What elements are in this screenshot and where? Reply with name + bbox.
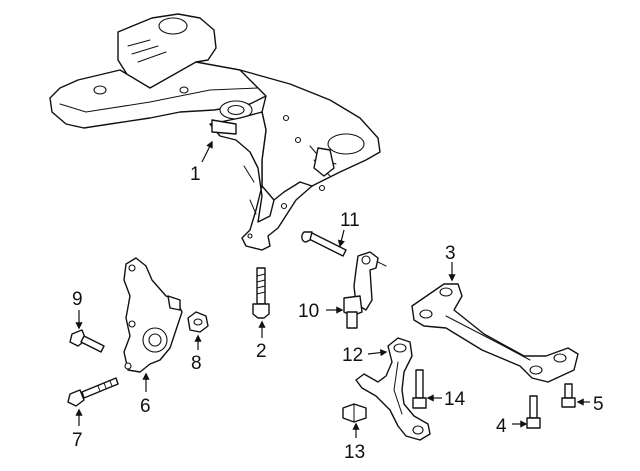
callout-7: 7 — [72, 430, 83, 451]
leader-12 — [367, 349, 388, 357]
brace-icon — [411, 283, 579, 383]
bolt-9-icon — [69, 329, 105, 353]
bolt-5-icon — [561, 383, 576, 408]
leader-11 — [337, 229, 345, 248]
callout-6: 6 — [140, 396, 151, 417]
bolt-7-icon — [67, 377, 119, 407]
callout-9: 9 — [72, 289, 83, 310]
lower-control-arm-icon — [355, 337, 431, 441]
bolt-13-icon — [342, 403, 367, 423]
steering-knuckle-icon — [123, 257, 183, 373]
callout-8: 8 — [191, 353, 202, 374]
nut-icon — [187, 311, 209, 333]
bolt-14-icon — [412, 369, 427, 409]
callout-2: 2 — [256, 341, 267, 362]
bolt-11-icon — [301, 231, 347, 257]
callout-14: 14 — [444, 389, 466, 410]
crossmember-icon — [49, 13, 381, 251]
callout-5: 5 — [593, 394, 604, 415]
leader-1 — [201, 140, 213, 163]
callout-12: 12 — [342, 345, 363, 366]
callout-3: 3 — [445, 243, 456, 264]
bolt-4-icon — [526, 395, 541, 429]
callout-1: 1 — [190, 164, 201, 185]
callout-4: 4 — [496, 416, 507, 437]
callout-11: 11 — [340, 210, 360, 231]
callout-10: 10 — [298, 301, 319, 322]
bolt-2-icon — [252, 267, 270, 319]
callout-13: 13 — [344, 442, 365, 463]
stabilizer-link-icon — [343, 251, 387, 329]
